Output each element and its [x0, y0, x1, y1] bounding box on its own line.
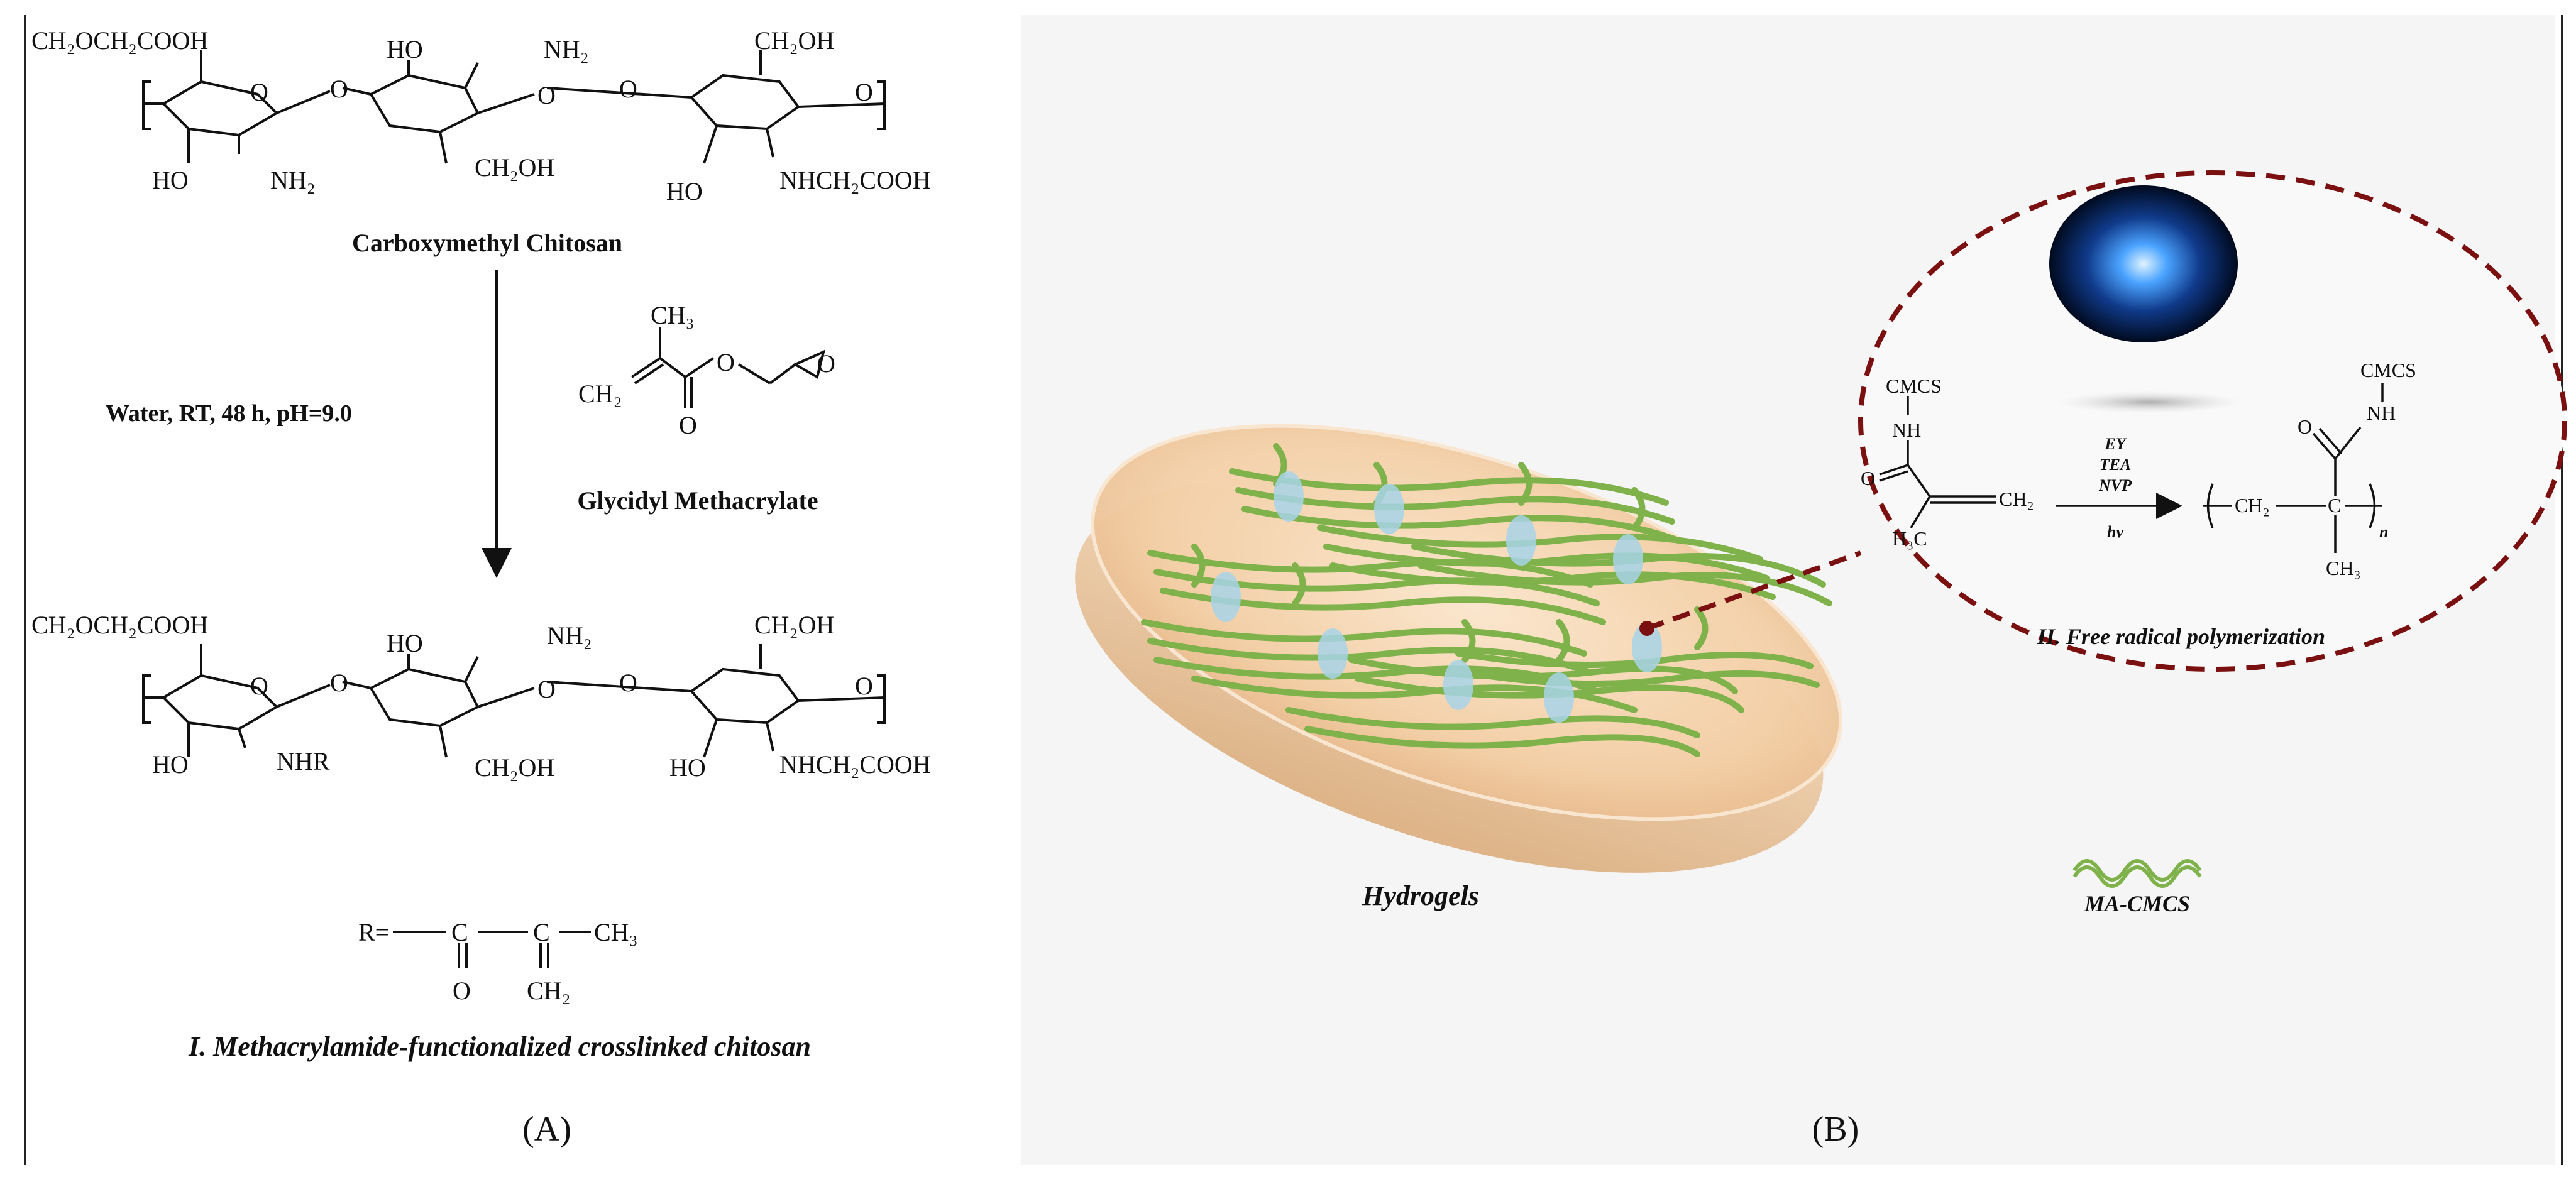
nhch2cooh-label: NHCH₂COOH — [779, 166, 931, 194]
cmcs-left-label: CMCS — [1886, 375, 1942, 397]
hv-label: hv — [2107, 523, 2123, 541]
macmcs-legend-label: MA-CMCS — [2084, 891, 2190, 916]
b-ring-oxygen-2-label: O — [537, 675, 556, 703]
nh-left-label: NH — [1892, 419, 1921, 441]
light-shadow — [2056, 391, 2244, 413]
r-o-label: O — [453, 977, 471, 1005]
hydrogels-label: Hydrogels — [1362, 880, 1479, 911]
b-ch2oh-label: CH₂OH — [754, 611, 834, 639]
r-vinyl-c-label: C — [533, 918, 550, 946]
zoom-circle — [1858, 170, 2567, 672]
glycosidic-oxygen-label: O — [330, 75, 348, 103]
gma-epoxide-o-label: O — [817, 349, 835, 378]
reagent-tea: TEA — [2100, 456, 2132, 474]
r-equals-label: R= — [358, 918, 389, 946]
ring-oxygen-label: O — [250, 78, 268, 106]
nh2-label: NH₂ — [544, 35, 589, 63]
ch2-right-label: CH₂ — [2235, 494, 2270, 517]
monomer-labels: CMCS NH O CH₂ H₃C — [1861, 375, 2034, 550]
polymerization-reagents: EY TEA NVP hv — [2098, 435, 2132, 541]
crosslink-points — [1211, 471, 1662, 723]
gma-ester-o-label: O — [717, 348, 735, 376]
ch2oh-label: CH₂OH — [754, 26, 834, 55]
reaction-conditions: Water, RT, 48 h, pH=9.0 — [106, 400, 352, 427]
free-radical-caption: II. Free radical polymerization — [2037, 624, 2325, 649]
c-right-label: C — [2328, 494, 2341, 517]
gma-ch3-label: CH₃ — [651, 301, 695, 329]
panel-b: CMCS NH O CH₂ H₃C EY TEA NVP hv — [1075, 170, 2567, 1149]
carboxymethyl-chitosan-title: Carboxymethyl Chitosan — [352, 229, 622, 257]
zoom-connector-line — [1646, 550, 1862, 631]
b-ho-right-label: HO — [669, 753, 706, 782]
o-left-label: O — [1861, 467, 1875, 490]
b-ho-left-label: HO — [152, 750, 189, 779]
ch2och2cooh-label: CH₂OCH₂COOH — [31, 26, 208, 55]
ch2oh-mid-label: CH₂OH — [475, 153, 554, 182]
gma-carbonyl-o-label: O — [679, 411, 697, 439]
b-ring-oxygen-label: O — [250, 672, 268, 700]
gma-ch2-label: CH₂ — [578, 380, 622, 408]
b-ho-label: HO — [387, 629, 423, 657]
r-ch2-label: CH₂ — [527, 977, 571, 1005]
b-glycosidic-oxygen-label: O — [330, 669, 348, 697]
ring-oxygen-2-label: O — [537, 81, 556, 109]
ho-label: HO — [387, 35, 423, 63]
h3c-label: H₃C — [1892, 527, 1927, 550]
nh-right-label: NH — [2367, 402, 2396, 424]
reagent-nvp: NVP — [2098, 476, 2132, 495]
r-group-structure — [393, 931, 591, 968]
reagent-ey: EY — [2104, 435, 2127, 453]
b-ring-oxygen-3-label: O — [855, 672, 873, 700]
nhr-label: NHR — [277, 747, 330, 775]
b-glycosidic-oxygen-2-label: O — [619, 669, 637, 697]
figure-frame — [24, 15, 2563, 1165]
monomer-structure — [1879, 396, 1996, 528]
r-carbonyl-c-label: C — [451, 918, 468, 946]
b-nhch2cooh-label: NHCH₂COOH — [779, 750, 931, 779]
polymer-product-structure — [2203, 383, 2384, 553]
panel-a-label: (A) — [522, 1110, 571, 1149]
nh2-left-label: NH₂ — [270, 166, 316, 194]
o-right-label: O — [2298, 415, 2312, 438]
carboxymethyl-chitosan-structure — [142, 50, 886, 164]
b-nh2-label: NH₂ — [547, 621, 592, 650]
glycidyl-methacrylate-title: Glycidyl Methacrylate — [577, 486, 818, 515]
panel-b-label: (B) — [1812, 1110, 1859, 1149]
blue-light-source — [2049, 185, 2238, 342]
glycidyl-methacrylate-structure — [630, 327, 825, 408]
gma-labels: CH₃ CH₂ O O O — [578, 301, 835, 439]
n-subscript-label: n — [2379, 523, 2388, 541]
b-ch2och2cooh-label: CH₂OCH₂COOH — [31, 611, 208, 639]
methacrylamide-caption: I. Methacrylamide-functionalized crossli… — [188, 1031, 811, 1062]
r-ch3-label: CH₃ — [594, 918, 638, 946]
panel-a: CH₂OCH₂COOH HO NH₂ CH₂OH O O O O O HO NH… — [31, 26, 931, 1149]
glycosidic-oxygen-2-label: O — [619, 75, 637, 103]
cmcs-right-label: CMCS — [2360, 359, 2416, 381]
top-structure-labels: CH₂OCH₂COOH HO NH₂ CH₂OH O O O O O HO NH… — [31, 26, 931, 205]
zoom-origin-dot — [1639, 621, 1654, 636]
bottom-structure-labels: CH₂OCH₂COOH HO NH₂ CH₂OH O O O O O HO NH… — [31, 611, 931, 782]
polymer-labels: CMCS NH O CH₂ C CH₃ n — [2235, 359, 2416, 579]
b-ch2oh-mid-label: CH₂OH — [475, 753, 554, 782]
ch2-left-label: CH₂ — [1999, 488, 2034, 510]
ring-oxygen-3-label: O — [855, 78, 873, 106]
ch3-right-label: CH₃ — [2326, 557, 2361, 579]
legend-fiber-icon-2 — [2072, 865, 2202, 888]
legend-fiber-icon — [2072, 859, 2202, 882]
r-group-labels: R= C C CH₃ O CH₂ — [358, 918, 638, 1005]
macmcs-legend: MA-CMCS — [2072, 859, 2202, 916]
ho-left-label: HO — [152, 166, 189, 194]
ho-right-label: HO — [666, 177, 703, 205]
methacrylamide-chitosan-structure — [142, 644, 886, 758]
